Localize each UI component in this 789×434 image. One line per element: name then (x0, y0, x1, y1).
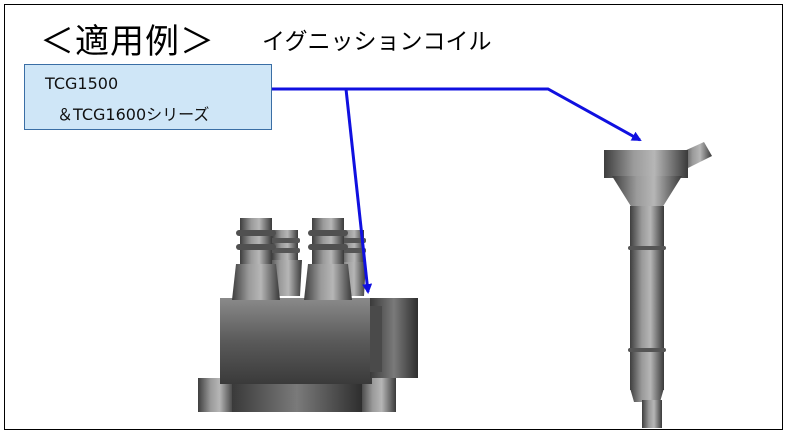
product-label-line2: ＆TCG1600シリーズ (57, 105, 210, 124)
stick-coil-part (604, 142, 712, 428)
coil-base (232, 384, 362, 412)
stick-coil-lower-taper (630, 388, 664, 402)
stick-coil-head (604, 150, 688, 178)
arrow-to-stick-coil (272, 87, 642, 142)
product-label-box: TCG1500 ＆TCG1600シリーズ (24, 64, 272, 130)
slide-frame (4, 4, 783, 430)
multi-coil-part (198, 218, 418, 412)
stick-coil-taper (612, 176, 682, 208)
pointer-arrows (272, 87, 642, 294)
stick-coil-ring-upper (628, 246, 666, 250)
coil-post-front-left (232, 218, 280, 300)
stick-coil-shaft (630, 206, 664, 390)
coil-post-front-right (304, 218, 352, 300)
stick-coil-nozzle (682, 142, 712, 168)
stick-coil-tip (642, 400, 662, 428)
slide-title: ＜適用例＞ (40, 22, 215, 62)
coil-body (220, 298, 372, 384)
stick-coil-ring-lower (628, 348, 666, 352)
slide-subtitle: イグニッションコイル (262, 29, 492, 55)
coil-connector-rim (370, 306, 382, 372)
arrow-to-multi-coil (344, 88, 373, 294)
product-label-line1: TCG1500 (45, 74, 119, 93)
